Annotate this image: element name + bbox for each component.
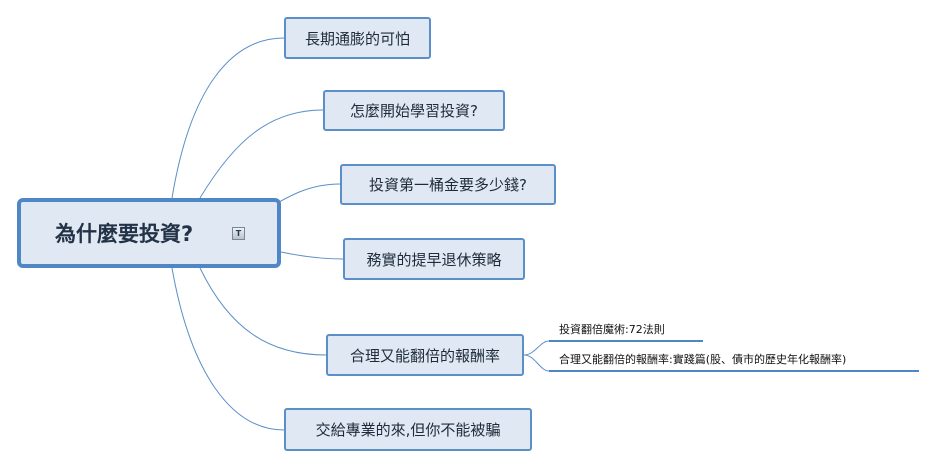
subtopic-label: 合理又能翻倍的報酬率:實踐篇(股、債市的歷史年化報酬率): [559, 353, 847, 366]
topic-label: 合理又能翻倍的報酬率: [349, 346, 500, 365]
topic-label: 投資第一桶金要多少錢?: [369, 176, 527, 194]
connector-sub-1: [523, 340, 550, 356]
topic-early-retirement[interactable]: 務實的提早退休策略: [343, 238, 525, 280]
subtopic-label: 投資翻倍魔術:72法則: [559, 323, 665, 336]
topic-first-pot[interactable]: 投資第一桶金要多少錢?: [340, 164, 556, 205]
note-icon[interactable]: T: [232, 227, 245, 240]
connector-topic-5: [199, 267, 327, 356]
subtopic-rule-of-72[interactable]: 投資翻倍魔術:72法則: [549, 319, 703, 342]
connector-topic-1: [171, 37, 285, 199]
central-topic-label: 為什麼要投資?: [55, 222, 194, 246]
topic-inflation[interactable]: 長期通膨的可怕: [284, 17, 431, 59]
connector-topic-4: [280, 251, 344, 260]
topic-label: 長期通膨的可怕: [304, 29, 410, 48]
connector-topic-2: [199, 109, 324, 199]
topic-reasonable-return[interactable]: 合理又能翻倍的報酬率: [326, 334, 524, 376]
connector-sub-2: [523, 354, 550, 372]
topic-label: 怎麼開始學習投資?: [350, 102, 478, 120]
topic-label: 交給專業的來,但你不能被騙: [315, 421, 501, 439]
topic-label: 務實的提早退休策略: [366, 250, 502, 269]
central-topic[interactable]: 為什麼要投資? T: [17, 198, 281, 268]
connector-topic-6: [171, 267, 285, 431]
subtopic-practice-returns[interactable]: 合理又能翻倍的報酬率:實踐篇(股、債市的歷史年化報酬率): [549, 349, 919, 372]
topic-start-learning[interactable]: 怎麼開始學習投資?: [323, 90, 505, 131]
topic-professional[interactable]: 交給專業的來,但你不能被騙: [284, 408, 532, 451]
